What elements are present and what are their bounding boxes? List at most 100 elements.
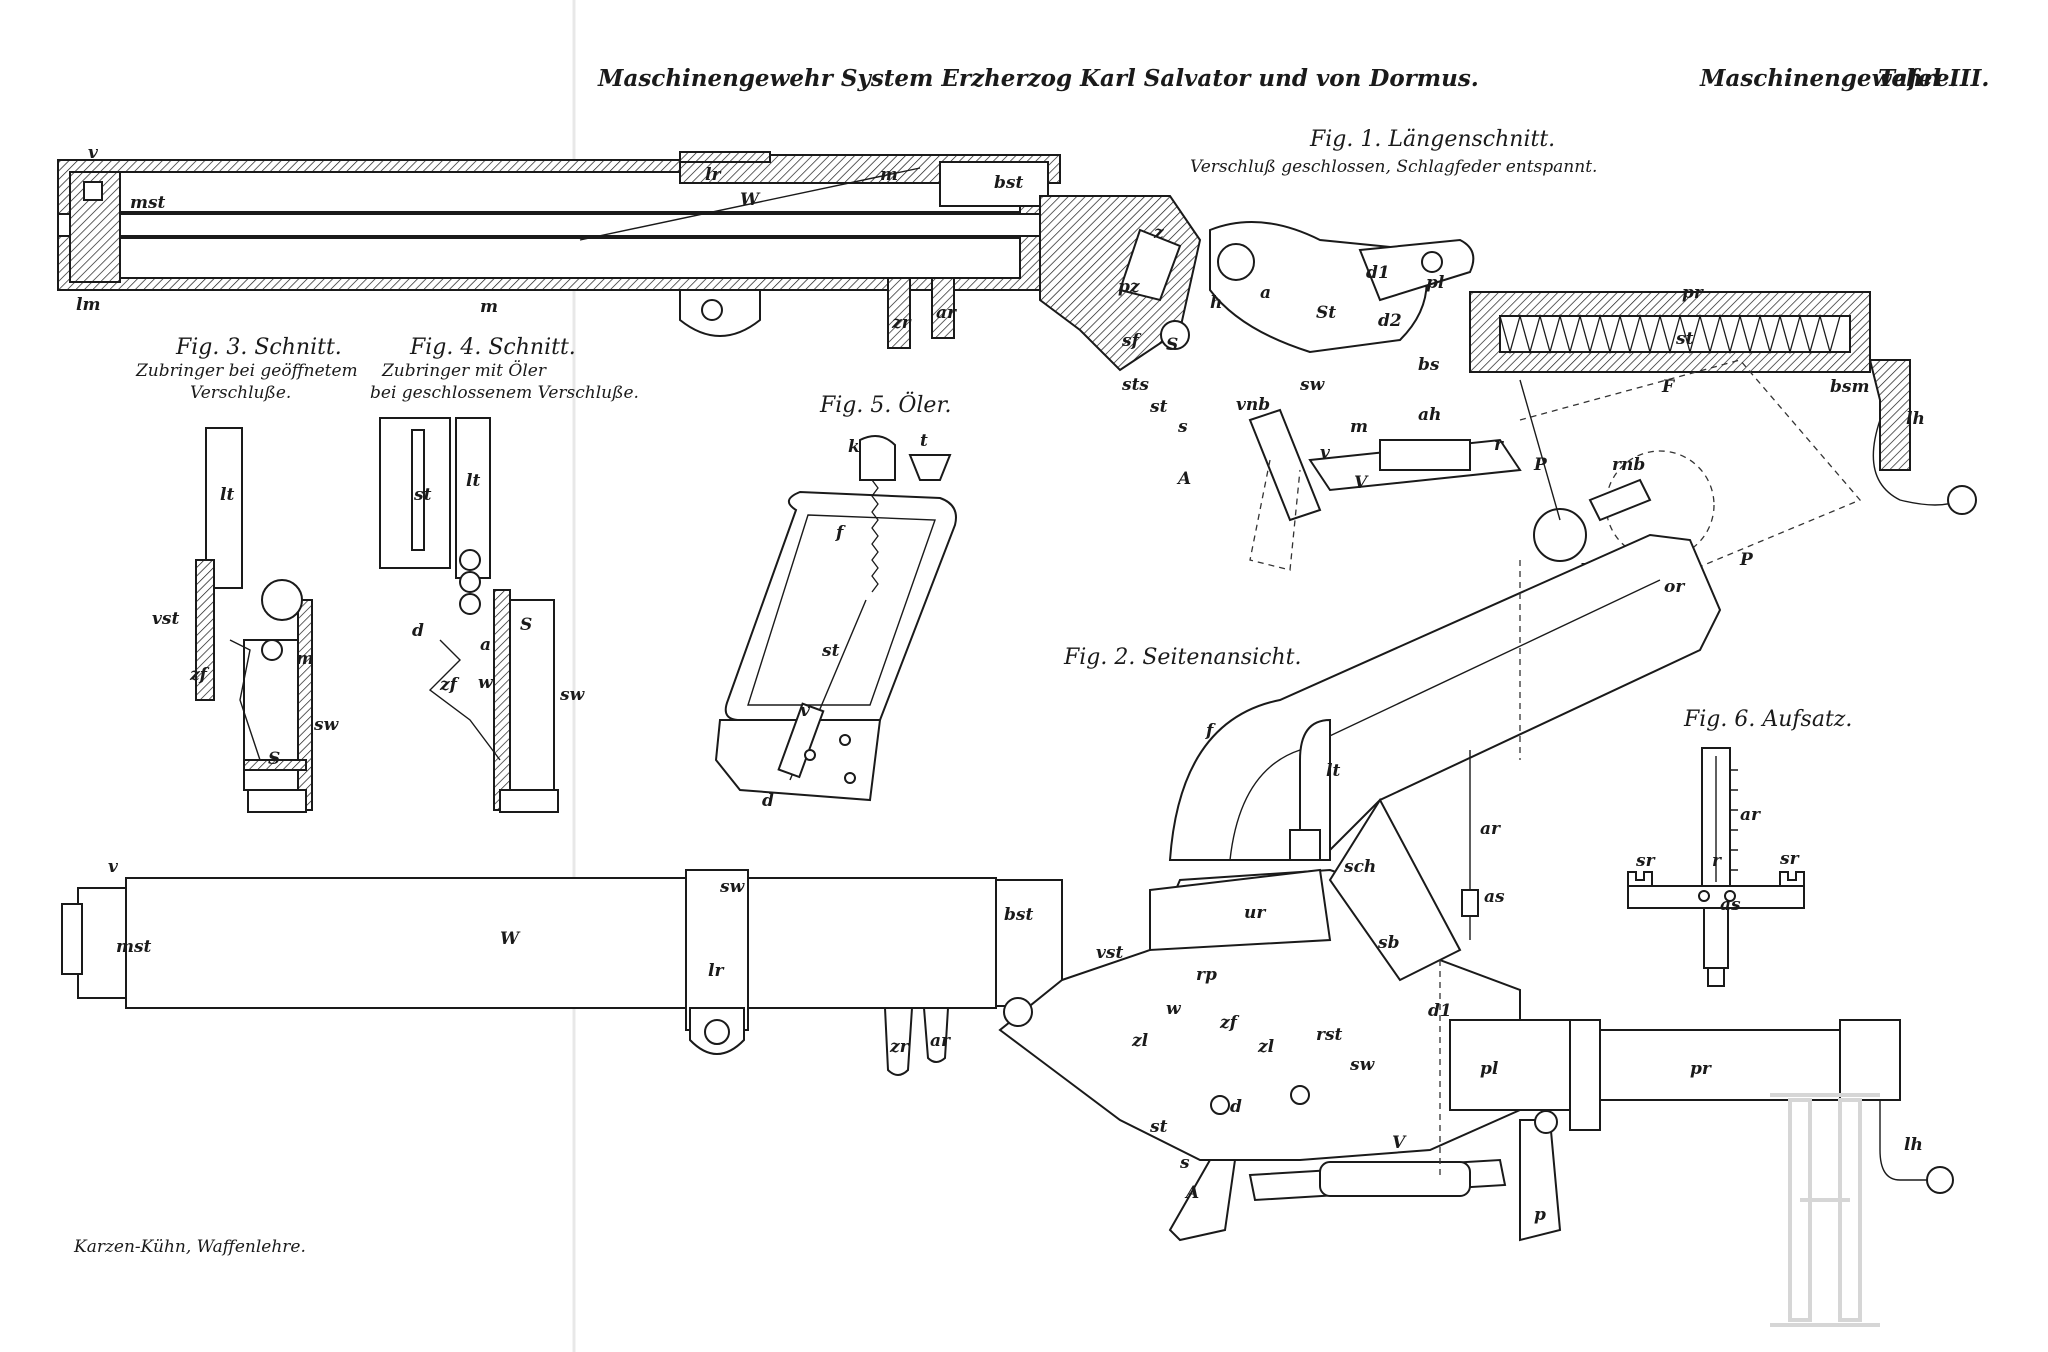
upper-plate-ur <box>1149 868 1332 952</box>
valve-zr <box>887 277 911 349</box>
pivot-pg <box>1533 508 1587 562</box>
fig5-label: t <box>920 431 928 451</box>
oiler-spout-t <box>908 454 952 481</box>
fig2-label: V <box>1392 1133 1407 1153</box>
feed-chute <box>1168 533 1722 861</box>
magazine-A-side <box>1168 1159 1237 1242</box>
fig1-label: a <box>1260 283 1271 303</box>
fig3-label: zf <box>189 665 210 685</box>
fig2-label: p <box>1534 1205 1546 1225</box>
fig1-label: P <box>1533 455 1548 475</box>
crank-handle-lh <box>1872 419 1961 506</box>
magazine-A <box>1248 408 1322 522</box>
water-jacket <box>125 877 997 1009</box>
fig2-label: d1 <box>1428 1001 1452 1021</box>
main-spring <box>1499 313 1841 355</box>
fig1-label: lr <box>705 165 721 185</box>
sight-bar <box>1627 885 1805 909</box>
fig5-label: f <box>835 523 846 543</box>
plate-number: Tafel III. <box>1878 65 1989 92</box>
fig4-label: d <box>412 621 424 641</box>
fig3-label: vst <box>152 609 179 629</box>
fig4-subtitle: bei geschlossenem Verschluße. <box>370 383 639 403</box>
fig2-label: sb <box>1377 933 1399 953</box>
tube-pl <box>1449 1019 1571 1111</box>
grip-bracket <box>1868 359 1911 471</box>
fig1-label: zr <box>891 313 912 333</box>
fig1-label: m <box>1350 417 1368 437</box>
fig1-label: sf <box>1121 331 1142 351</box>
fig5-oiler: Fig. 5. Öler. k t f st v d <box>714 391 957 811</box>
fig2-label: sch <box>1343 857 1376 877</box>
fig1-label: pl <box>1426 273 1445 293</box>
fig1-label: W <box>740 190 761 210</box>
fig2-label: mst <box>116 937 152 957</box>
fig6-label: ar <box>1740 805 1761 825</box>
fig6-label: sr <box>1635 851 1656 871</box>
fig1-label: r <box>1494 435 1504 455</box>
fig3-label: m <box>296 649 314 669</box>
muzzle-nut <box>77 887 127 999</box>
tube-pr <box>1599 1029 1841 1101</box>
fig5-label: d <box>762 791 774 811</box>
shield-sb <box>1328 798 1462 982</box>
fig2-label: st <box>1149 1117 1168 1137</box>
crank-lh <box>1879 1100 1930 1181</box>
fig5-label: k <box>848 437 860 457</box>
fig4-label: a <box>480 635 491 655</box>
fig2-label: or <box>1664 577 1685 597</box>
fig1-title: Fig. 1. Längenschnitt. <box>1309 127 1555 152</box>
fig1-label: bs <box>1418 355 1440 375</box>
oiler-reservoir <box>724 490 957 721</box>
plate-section: Maschinengewehre. <box>1699 65 1957 92</box>
fig1-label: V <box>1354 473 1369 493</box>
fig3-feed-section-open: Fig. 3. Schnitt. Zubringer bei geöffnete… <box>135 335 358 813</box>
fig2-label: s <box>1179 1153 1190 1173</box>
fig4-label: sw <box>559 685 586 705</box>
fig4-subtitle: Zubringer mit Öler <box>381 360 547 381</box>
fig1-label: sts <box>1121 375 1149 395</box>
fig1-label: mst <box>130 193 166 213</box>
fig2-label: d <box>1230 1097 1242 1117</box>
fig1-label: F <box>1661 377 1676 397</box>
fig2-label: as <box>1484 887 1505 907</box>
fig2-label: v <box>108 857 119 877</box>
fig1-label: d1 <box>1366 263 1390 283</box>
fig4-label: S <box>520 615 532 635</box>
fig1-label: s <box>1177 417 1188 437</box>
fig1-longitudinal-section: Fig. 1. Längenschnitt. Verschluß geschlo… <box>57 127 1977 601</box>
fig2-label: rst <box>1316 1025 1343 1045</box>
fig3-label: sw <box>313 715 340 735</box>
fig2-label: lt <box>1326 761 1340 781</box>
fig3-subtitle: Zubringer bei geöffnetem <box>135 361 358 381</box>
fig1-label: pr <box>1682 283 1704 303</box>
fig2-label: ar <box>930 1031 951 1051</box>
fig2-label: ar <box>1480 819 1501 839</box>
fig2-label: lr <box>708 961 724 981</box>
fig2-label: zl <box>1131 1031 1149 1051</box>
plate-title: Maschinengewehr System Erzherzog Karl Sa… <box>597 65 1479 92</box>
barrel-ring <box>679 151 771 163</box>
fig1-labels: v mst lr m W bst lm m zr ar z pz sf S h … <box>76 143 1925 577</box>
fig3-subtitle: Verschluße. <box>190 383 291 403</box>
fig1-label: m <box>880 165 898 185</box>
fig6-label: sr <box>1779 849 1800 869</box>
fig4-title: Fig. 4. Schnitt. <box>409 335 576 360</box>
fig1-label: st <box>1675 329 1694 349</box>
fig5-label: v <box>800 701 811 721</box>
fig2-label: bst <box>1004 905 1033 925</box>
fig2-labels: f lt or sch ur ar as sb vst rp w zl zf z… <box>108 577 1923 1225</box>
fig2-label: zr <box>889 1037 910 1057</box>
fig4-feed-section-closed: Fig. 4. Schnitt. Zubringer mit Öler bei … <box>370 335 639 813</box>
cocking-lever <box>1358 238 1475 302</box>
fig1-label: P <box>1739 550 1754 570</box>
fig2-label: lh <box>1904 1135 1923 1155</box>
fig6-title: Fig. 6. Aufsatz. <box>1683 707 1852 732</box>
valve-V <box>1379 439 1471 471</box>
fig1-label: bsm <box>1830 377 1869 397</box>
fig4-label: lt <box>466 471 480 491</box>
barrel-ring-lr <box>685 869 749 1031</box>
watermark-logo <box>1770 1093 1880 1327</box>
fig4-label: st <box>413 485 432 505</box>
fig2-label: vst <box>1096 943 1123 963</box>
